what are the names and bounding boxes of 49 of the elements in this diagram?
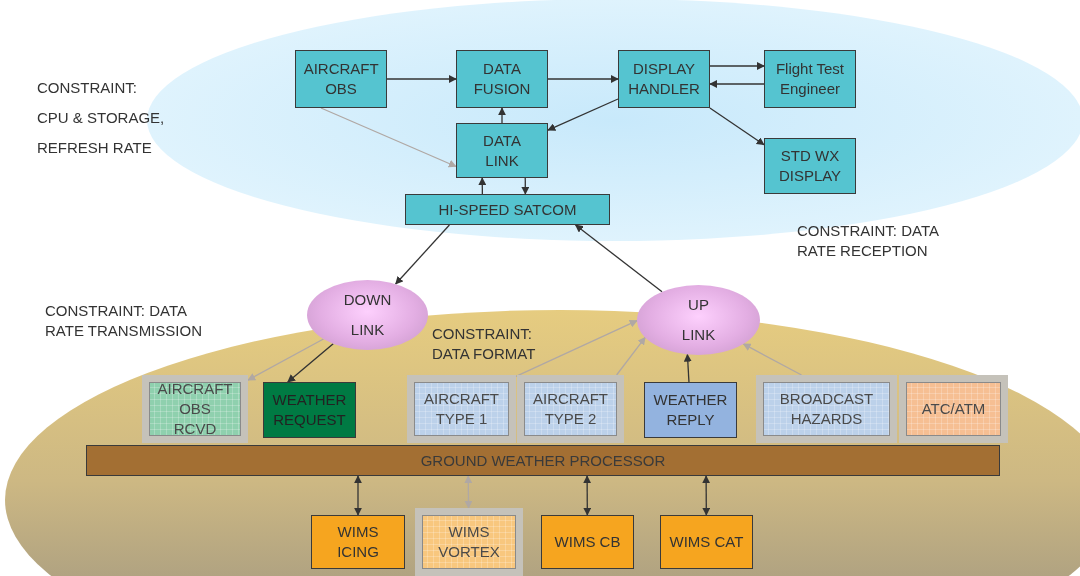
arrow bbox=[354, 475, 362, 516]
arrow bbox=[478, 177, 487, 195]
process-box: WIMS CB bbox=[541, 515, 634, 569]
arrow bbox=[709, 62, 765, 70]
arrow bbox=[709, 107, 765, 146]
arrow bbox=[521, 177, 530, 195]
arrow bbox=[547, 98, 619, 131]
process-box: STD WX DISPLAY bbox=[764, 138, 856, 194]
constraint-note: CONSTRAINT: bbox=[37, 78, 138, 98]
arrow bbox=[395, 224, 451, 285]
faded-box: WIMS VORTEX bbox=[415, 508, 523, 576]
arrow bbox=[547, 75, 619, 83]
constraint-note: CONSTRAINT: DATA RATE RECEPTION bbox=[797, 221, 940, 261]
arrow bbox=[683, 353, 692, 383]
faded-box: AIRCRAFT TYPE 1 bbox=[407, 375, 516, 443]
arrow bbox=[515, 320, 638, 377]
process-box: DATA FUSION bbox=[456, 50, 548, 108]
arrow bbox=[464, 475, 473, 509]
process-box: Flight Test Engineer bbox=[764, 50, 856, 108]
arrow bbox=[498, 107, 506, 124]
faded-box: AIRCRAFT TYPE 2 bbox=[517, 375, 624, 443]
arrow bbox=[709, 80, 765, 88]
constraint-note: CPU & STORAGE, bbox=[37, 108, 166, 128]
arrow bbox=[702, 475, 711, 516]
arrow bbox=[615, 336, 646, 376]
arrow bbox=[583, 475, 592, 516]
link-ellipse: DOWN LINK bbox=[307, 280, 428, 350]
faded-box: BROADCAST HAZARDS bbox=[756, 375, 897, 443]
process-box: AIRCRAFT OBS bbox=[295, 50, 387, 108]
process-box: WEATHER REQUEST bbox=[263, 382, 356, 438]
faded-box: AIRCRAFT OBS RCVD bbox=[142, 375, 248, 443]
process-box: WEATHER REPLY bbox=[644, 382, 737, 438]
link-ellipse: UP LINK bbox=[637, 285, 760, 355]
constraint-note: CONSTRAINT: DATA RATE TRANSMISSION bbox=[45, 301, 203, 341]
faded-box: ATC/ATM bbox=[899, 375, 1008, 443]
process-box: HI-SPEED SATCOM bbox=[405, 194, 610, 225]
arrow bbox=[320, 107, 457, 168]
constraint-note: REFRESH RATE bbox=[37, 138, 153, 158]
arrow bbox=[247, 338, 325, 381]
process-box: DATA LINK bbox=[456, 123, 548, 178]
arrow bbox=[386, 75, 457, 83]
arrow bbox=[574, 224, 663, 293]
process-box: WIMS CAT bbox=[660, 515, 753, 569]
arrow bbox=[742, 343, 803, 376]
arrow bbox=[287, 343, 334, 383]
process-box: DISPLAY HANDLER bbox=[618, 50, 710, 108]
processor-bar: GROUND WEATHER PROCESSOR bbox=[86, 445, 1000, 476]
constraint-note: CONSTRAINT: DATA FORMAT bbox=[432, 324, 537, 364]
process-box: WIMS ICING bbox=[311, 515, 405, 569]
